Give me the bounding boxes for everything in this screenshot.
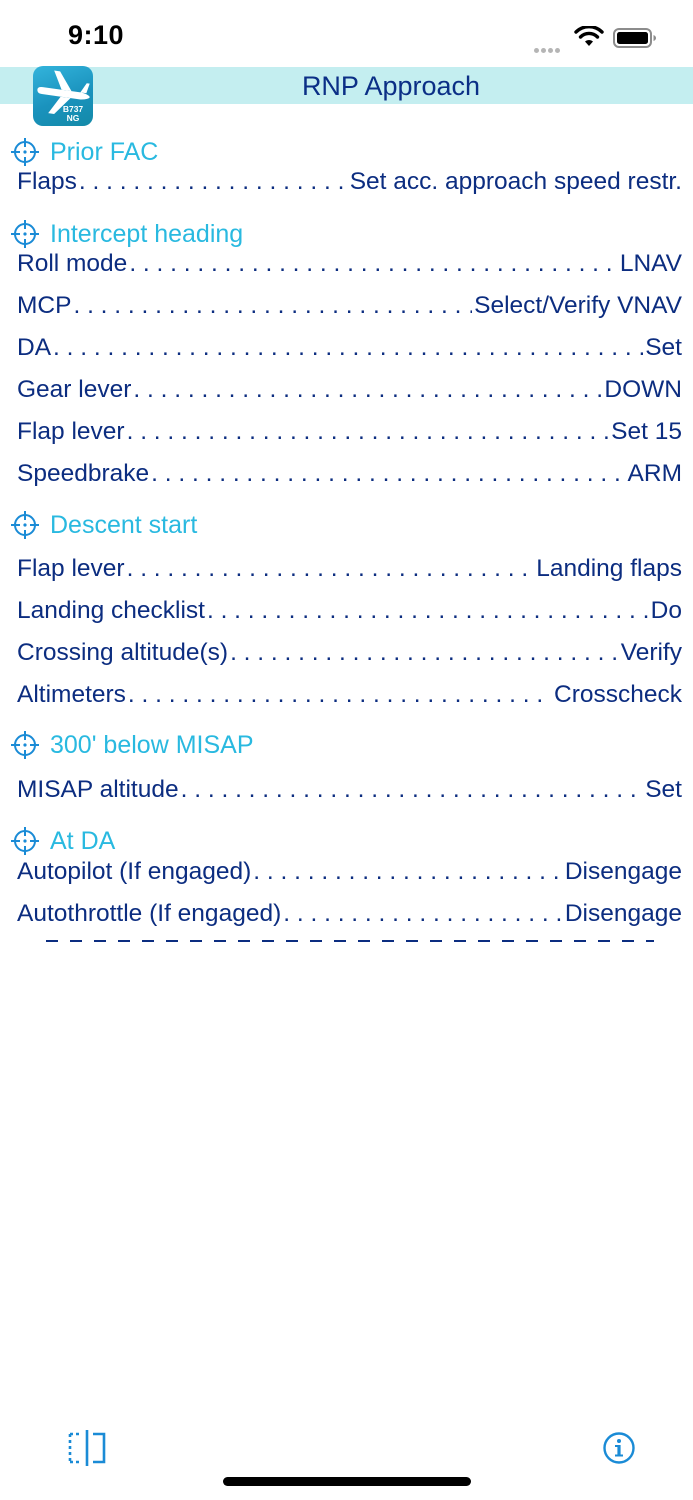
section-header: At DA — [10, 824, 115, 858]
checklist-item: MISAP altitude Set — [17, 776, 682, 808]
leader-dots — [230, 639, 619, 667]
checklist-item: Autopilot (If engaged) Disengage — [17, 858, 682, 890]
leader-dots — [181, 776, 644, 804]
target-crosshair-icon — [11, 731, 39, 759]
item-value: LNAV — [619, 250, 682, 277]
airplane-icon — [37, 70, 90, 114]
item-value: DOWN — [604, 376, 682, 403]
section-header: Intercept heading — [10, 217, 243, 251]
leader-dots — [129, 250, 618, 278]
leader-dots — [207, 597, 649, 625]
status-bar: 9:10 — [0, 0, 693, 66]
checklist-item: Flaps Set acc. approach speed restr. — [17, 168, 682, 200]
target-crosshair-icon — [11, 138, 39, 166]
checklist-item: Gear lever DOWN — [17, 376, 682, 408]
item-label: Crossing altitude(s) — [17, 639, 229, 666]
item-value: Do — [650, 597, 682, 624]
item-label: Gear lever — [17, 376, 132, 403]
item-label: MCP — [17, 292, 72, 319]
info-icon[interactable] — [602, 1431, 636, 1465]
item-label: Altimeters — [17, 681, 126, 708]
checklist-item: Crossing altitude(s) Verify — [17, 639, 682, 671]
home-indicator[interactable] — [223, 1477, 471, 1486]
app-logo: B737 NG — [33, 66, 93, 126]
item-value: Crosscheck — [554, 681, 682, 708]
cellular-signal-icon — [534, 40, 566, 53]
item-label: Speedbrake — [17, 460, 150, 487]
leader-dots — [73, 292, 472, 320]
status-time: 9:10 — [68, 20, 125, 50]
leader-dots — [133, 376, 602, 404]
split-view-icon[interactable] — [66, 1428, 110, 1468]
section-header: 300' below MISAP — [10, 728, 254, 762]
leader-dots — [53, 334, 643, 362]
logo-text: B737 NG — [58, 105, 88, 123]
nav-bar: RNP Approach — [0, 67, 693, 104]
item-value: Disengage — [564, 900, 682, 927]
leader-dots — [253, 858, 563, 886]
section-title: At DA — [50, 826, 116, 855]
item-label: MISAP altitude — [17, 776, 179, 803]
section-title: Descent start — [50, 510, 198, 539]
checklist-item: Altimeters Crosscheck — [17, 681, 682, 713]
checklist-item: Flap lever Landing flaps — [17, 555, 682, 587]
page-title: RNP Approach — [301, 71, 481, 101]
checklist-item: MCP Select/Verify VNAV — [17, 292, 682, 324]
item-label: Flap lever — [17, 555, 125, 582]
target-crosshair-icon — [11, 220, 39, 248]
item-value: Set acc. approach speed restr. — [349, 168, 682, 195]
item-value: Set 15 — [611, 418, 682, 445]
item-label: Landing checklist — [17, 597, 205, 624]
checklist-item: Roll mode LNAV — [17, 250, 682, 282]
section-title: Prior FAC — [50, 137, 159, 166]
end-of-checklist-divider — [46, 940, 654, 942]
section-title: Intercept heading — [50, 219, 244, 248]
item-value: Select/Verify VNAV — [474, 292, 682, 319]
checklist-item: Autothrottle (If engaged) Disengage — [17, 900, 682, 932]
leader-dots — [128, 681, 552, 709]
target-crosshair-icon — [11, 827, 39, 855]
target-crosshair-icon — [11, 511, 39, 539]
item-label: Autothrottle (If engaged) — [17, 900, 282, 927]
checklist-item: DA Set — [17, 334, 682, 366]
section-header: Prior FAC — [10, 135, 158, 169]
leader-dots — [151, 460, 625, 488]
item-label: Flaps — [17, 168, 77, 195]
section-title: 300' below MISAP — [50, 730, 254, 759]
leader-dots — [127, 555, 535, 583]
checklist-item: Flap lever Set 15 — [17, 418, 682, 450]
item-label: Roll mode — [17, 250, 128, 277]
item-label: Autopilot (If engaged) — [17, 858, 252, 885]
item-label: DA — [17, 334, 52, 361]
leader-dots — [79, 168, 348, 196]
item-value: Landing flaps — [536, 555, 682, 582]
section-header: Descent start — [10, 508, 197, 542]
checklist-item: Speedbrake ARM — [17, 460, 682, 492]
logo-model: B737 — [62, 104, 84, 114]
item-label: Flap lever — [17, 418, 125, 445]
wifi-icon — [574, 26, 604, 46]
leader-dots — [283, 900, 563, 928]
item-value: Set — [645, 334, 682, 361]
item-value: ARM — [627, 460, 682, 487]
item-value: Set — [645, 776, 682, 803]
logo-variant: NG — [66, 113, 80, 123]
checklist-item: Landing checklist Do — [17, 597, 682, 629]
item-value: Disengage — [564, 858, 682, 885]
battery-icon — [613, 28, 656, 48]
leader-dots — [127, 418, 610, 446]
item-value: Verify — [620, 639, 682, 666]
